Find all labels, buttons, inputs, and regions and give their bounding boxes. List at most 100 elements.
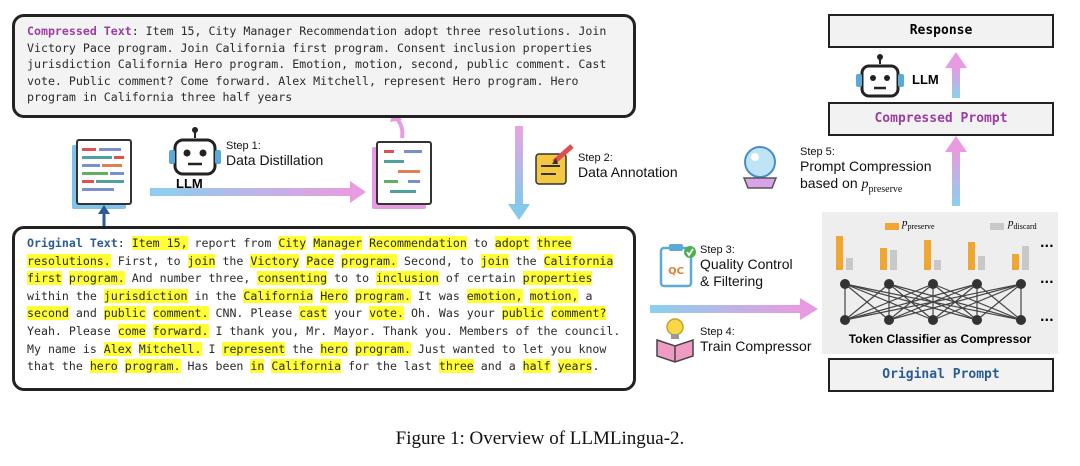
discarded-token: Yeah. Please — [27, 323, 118, 338]
preserved-token: forward. — [152, 323, 209, 338]
preserved-token: public — [103, 306, 146, 321]
preserved-token: second — [27, 306, 69, 321]
preserved-token: public — [501, 306, 544, 321]
step4-name: Train Compressor — [700, 338, 812, 354]
legend-preserve-label: ppreserve — [902, 217, 935, 231]
preserved-token: Manager — [313, 236, 363, 250]
preserved-token: comment? — [550, 306, 607, 321]
network-edge — [888, 283, 1022, 321]
original-text-label: Original Text — [27, 236, 118, 250]
preserved-token: hero — [89, 359, 118, 374]
step5-based-on: based on — [800, 175, 862, 191]
step1-arrow — [150, 181, 366, 203]
preserved-token: adopt — [494, 236, 530, 250]
discarded-token: the — [508, 253, 544, 268]
discarded-token: Thank you. Members of the council. My na… — [27, 323, 621, 356]
step5-name-line1: Prompt Compression — [800, 158, 932, 174]
network-node — [928, 279, 938, 289]
step4-label: Step 4: Train Compressor — [700, 326, 812, 355]
original-text-body: : Item 15, report from City Manager Reco… — [27, 236, 621, 374]
discarded-token: was — [438, 288, 467, 303]
discarded-token — [551, 359, 558, 373]
discard-bar — [890, 250, 897, 270]
preserved-token: represent — [222, 341, 286, 356]
figure-caption: Figure 1: Overview of LLMLingua-2. — [395, 428, 685, 449]
step2-arrow — [508, 126, 530, 220]
ellipsis: ... — [1040, 272, 1054, 286]
discarded-token: and — [68, 306, 104, 321]
preserved-token: program. — [355, 341, 411, 356]
discarded-token: the — [215, 253, 251, 268]
preserved-token: resolutions. — [27, 253, 111, 268]
preserved-token: motion, — [529, 288, 579, 303]
preserved-token: three — [438, 359, 474, 374]
clipboard-qc-icon: QC — [659, 244, 696, 288]
discarded-token: I — [201, 341, 223, 356]
preserved-token: jurisdiction — [103, 288, 188, 303]
preserved-token: Recommendation — [369, 236, 467, 250]
preserved-token: Alex — [103, 341, 132, 356]
preserved-token: California — [543, 253, 614, 268]
discarded-token: to to — [327, 271, 377, 286]
preserved-token: properties — [522, 271, 593, 286]
classifier-label: Token Classifier as Compressor — [848, 332, 1032, 346]
svg-text:QC: QC — [668, 266, 684, 277]
preserved-token: Victory — [250, 253, 300, 268]
preserved-token: years — [557, 359, 593, 374]
network-graph — [840, 279, 1026, 325]
preserved-token: consenting — [257, 271, 328, 286]
step3-number: Step 3: — [700, 244, 735, 256]
preserved-token: program. — [355, 288, 411, 303]
discarded-token — [146, 324, 153, 338]
discarded-token: in the — [187, 288, 244, 303]
discarded-token: Just wanted to let you know that the — [27, 341, 607, 374]
network-node — [972, 315, 982, 325]
discarded-token — [118, 359, 125, 373]
step1-number: Step 1: — [226, 140, 261, 152]
preserve-bar — [968, 242, 975, 270]
lightbulb-book-icon — [656, 318, 694, 363]
network-node — [928, 315, 938, 325]
discarded-token: And number three, — [124, 271, 258, 286]
legend-preserve-symbol: p — [902, 217, 908, 229]
preserved-token: City — [278, 236, 307, 250]
crystal-ball-icon — [742, 146, 778, 189]
preserved-token: hero — [320, 341, 349, 356]
preserved-token: come — [117, 323, 146, 338]
discard-bar — [934, 260, 941, 270]
discarded-token — [132, 342, 139, 356]
discarded-token: for the last — [341, 359, 439, 374]
discarded-token — [62, 271, 69, 285]
preserved-token: vote. — [369, 306, 404, 321]
llm-up-arrow — [945, 52, 967, 98]
step1-label: Step 1: Data Distillation — [226, 140, 323, 169]
network-node — [840, 315, 850, 325]
p-symbol: p — [861, 177, 869, 192]
original-prompt-box: Original Prompt — [828, 358, 1054, 392]
network-node — [1016, 279, 1026, 289]
discarded-token: report from — [187, 236, 279, 250]
network-edge — [844, 283, 978, 321]
discarded-token: I thank you, Mr. Mayor. — [208, 323, 384, 338]
discarded-token: Has been — [180, 359, 251, 374]
step3-arrow — [650, 298, 818, 320]
network-edge — [844, 283, 1022, 321]
legend-discard-symbol: p — [1008, 217, 1014, 229]
network-node — [1016, 315, 1026, 325]
discarded-token — [146, 306, 153, 320]
preserved-token: Item 15, — [131, 236, 188, 250]
step5-arrow — [945, 136, 967, 206]
discarded-token: a — [578, 288, 593, 303]
preserved-token: Pace — [306, 253, 335, 268]
preserved-token: program. — [341, 253, 397, 268]
discarded-token: Oh. Was your — [410, 306, 502, 321]
legend-preserve-subscript: preserve — [907, 222, 935, 232]
preserved-token: in — [250, 359, 265, 374]
discarded-token — [530, 236, 537, 250]
compressed-text-box: Compressed Text: Item 15, City Manager R… — [12, 14, 636, 118]
discarded-token: within the — [27, 288, 104, 303]
preserved-token: three — [536, 236, 572, 250]
compressed-document-icon — [372, 141, 432, 209]
step3-name-line2: & Filtering — [700, 273, 764, 289]
discarded-token: certain — [466, 271, 523, 286]
